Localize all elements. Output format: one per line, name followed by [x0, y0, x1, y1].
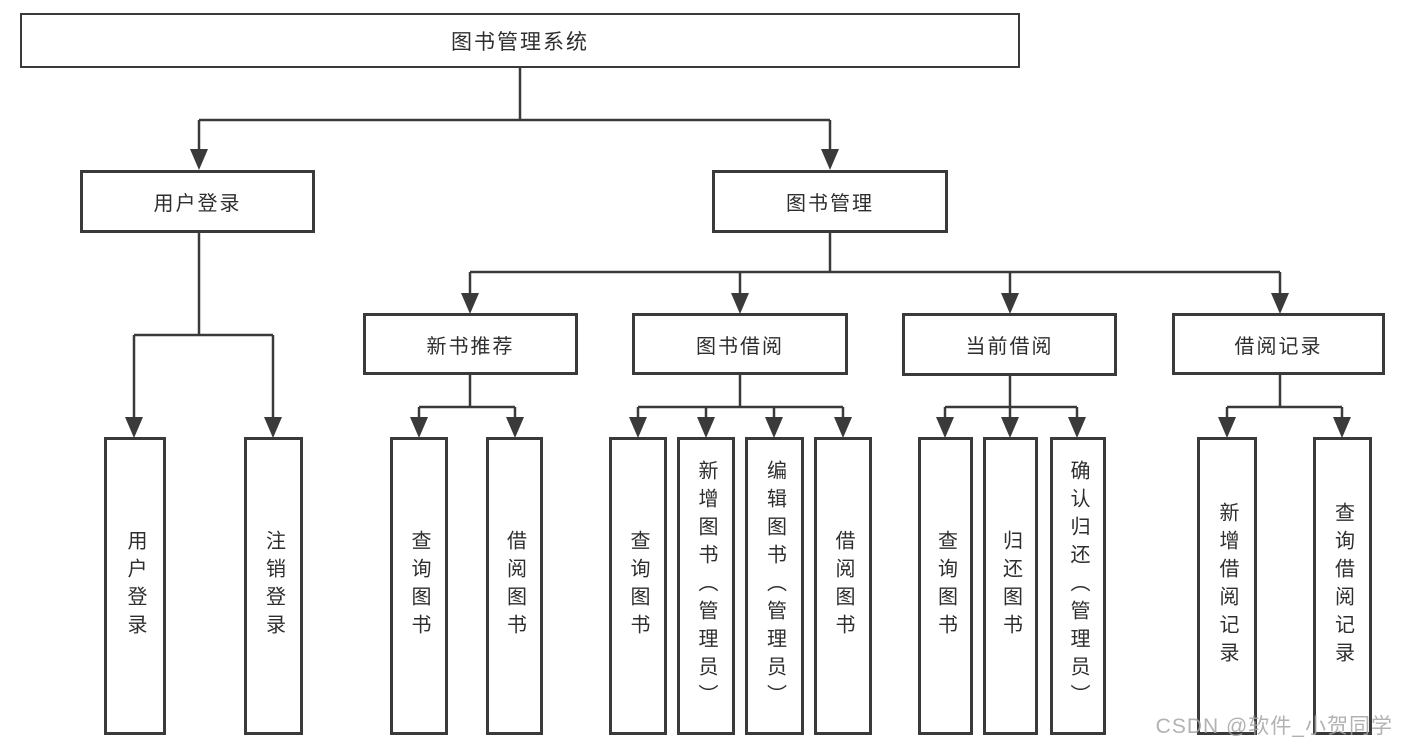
leaf-newbook-query-books: 查询图书	[390, 437, 448, 735]
node-new-book-recommendation: 新书推荐	[363, 313, 578, 375]
node-user-login: 用户登录	[80, 170, 315, 233]
leaf-query-borrow-record: 查询借阅记录	[1313, 437, 1372, 735]
leaf-add-borrow-record: 新增借阅记录	[1197, 437, 1257, 735]
leaf-add-books-admin: 新增图书（管理员）	[677, 437, 735, 735]
leaf-borrowing-query-books: 查询图书	[609, 437, 667, 735]
leaf-user-login-label: 用户登录	[124, 530, 146, 642]
leaf-current-query-books-label: 查询图书	[934, 530, 957, 642]
leaf-add-borrow-record-label: 新增借阅记录	[1216, 502, 1238, 670]
leaf-confirm-return-admin-label: 确认归还（管理员）	[1067, 460, 1089, 712]
leaf-confirm-return-admin: 确认归还（管理员）	[1050, 437, 1106, 735]
leaf-query-borrow-record-label: 查询借阅记录	[1331, 502, 1354, 670]
leaf-edit-books-admin: 编辑图书（管理员）	[745, 437, 804, 735]
node-current-borrowing: 当前借阅	[902, 313, 1117, 376]
node-borrowing-records: 借阅记录	[1172, 313, 1385, 375]
csdn-watermark: CSDN @软件_小贺同学	[1155, 715, 1393, 738]
leaf-newbook-query-books-label: 查询图书	[408, 530, 430, 642]
leaf-user-login: 用户登录	[104, 437, 166, 735]
node-book-borrowing: 图书借阅	[632, 313, 848, 375]
leaf-newbook-borrow-books: 借阅图书	[486, 437, 543, 735]
leaf-edit-books-admin-label: 编辑图书（管理员）	[763, 460, 786, 712]
leaf-logout-login-label: 注销登录	[262, 530, 285, 642]
leaf-borrowing-borrow-books: 借阅图书	[814, 437, 872, 735]
leaf-add-books-admin-label: 新增图书（管理员）	[695, 460, 717, 712]
leaf-borrowing-borrow-books-label: 借阅图书	[832, 530, 854, 642]
node-root-system: 图书管理系统	[20, 13, 1020, 68]
leaf-current-query-books: 查询图书	[918, 437, 973, 735]
leaf-return-books: 归还图书	[983, 437, 1038, 735]
leaf-borrowing-query-books-label: 查询图书	[627, 530, 649, 642]
leaf-newbook-borrow-books-label: 借阅图书	[503, 530, 526, 642]
leaf-return-books-label: 归还图书	[999, 530, 1022, 642]
leaf-logout-login: 注销登录	[244, 437, 303, 735]
arrowheads	[125, 149, 1351, 438]
node-book-management: 图书管理	[712, 170, 948, 233]
